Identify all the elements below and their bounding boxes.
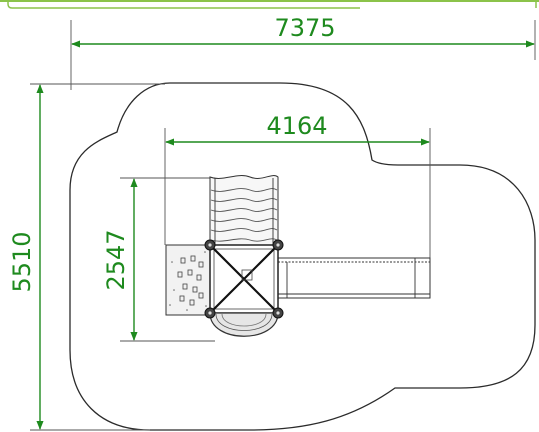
- corner-posts: [204, 239, 284, 319]
- safety-zone-outline: [69, 82, 536, 431]
- climbing-wall-panel: [165, 244, 211, 316]
- structure-width-label: 4164: [266, 112, 327, 140]
- climbing-holds: [177, 255, 204, 306]
- frame-border: [0, 0, 539, 9]
- entrance-arc: [209, 312, 279, 337]
- tower-platform: [209, 244, 279, 314]
- structure-height-label: 2547: [102, 229, 130, 290]
- overall-width-label: 7375: [274, 14, 335, 42]
- extension-lines: [30, 20, 536, 431]
- slide: [209, 175, 279, 246]
- overall-height-label: 5510: [8, 231, 36, 292]
- tunnel-bridge: [277, 257, 431, 299]
